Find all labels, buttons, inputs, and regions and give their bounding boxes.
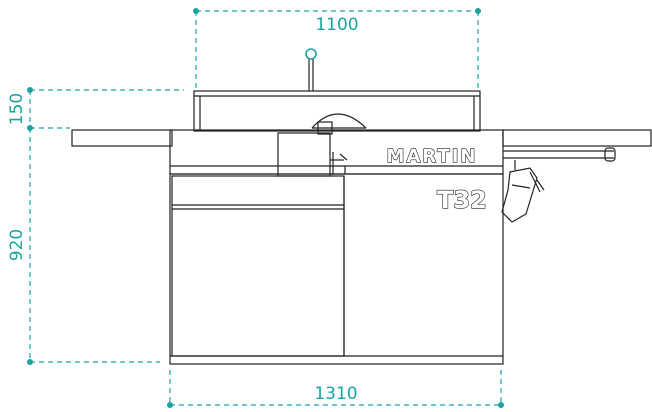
fence-hood	[193, 90, 481, 132]
brand-label: MARTIN	[387, 146, 478, 167]
dimension-bottom-width: 1310	[167, 370, 504, 408]
dimension-table-height-label: 920	[7, 229, 27, 261]
handwheel	[501, 167, 545, 223]
model-label: T32	[437, 186, 487, 214]
outfeed-table	[502, 129, 652, 147]
side-rod	[503, 147, 616, 170]
blade-guard	[311, 113, 367, 129]
dimension-top-width: 1100	[193, 8, 481, 90]
dimension-bottom-width-label: 1310	[314, 384, 357, 404]
dimension-fence-height: 150	[7, 87, 184, 131]
fence-rod	[305, 48, 317, 91]
dimension-top-width-label: 1100	[315, 15, 358, 35]
infeed-table	[71, 129, 173, 147]
dimension-table-height: 920	[7, 128, 160, 365]
cabinet	[169, 173, 504, 365]
dimension-fence-height-label: 150	[7, 93, 27, 125]
